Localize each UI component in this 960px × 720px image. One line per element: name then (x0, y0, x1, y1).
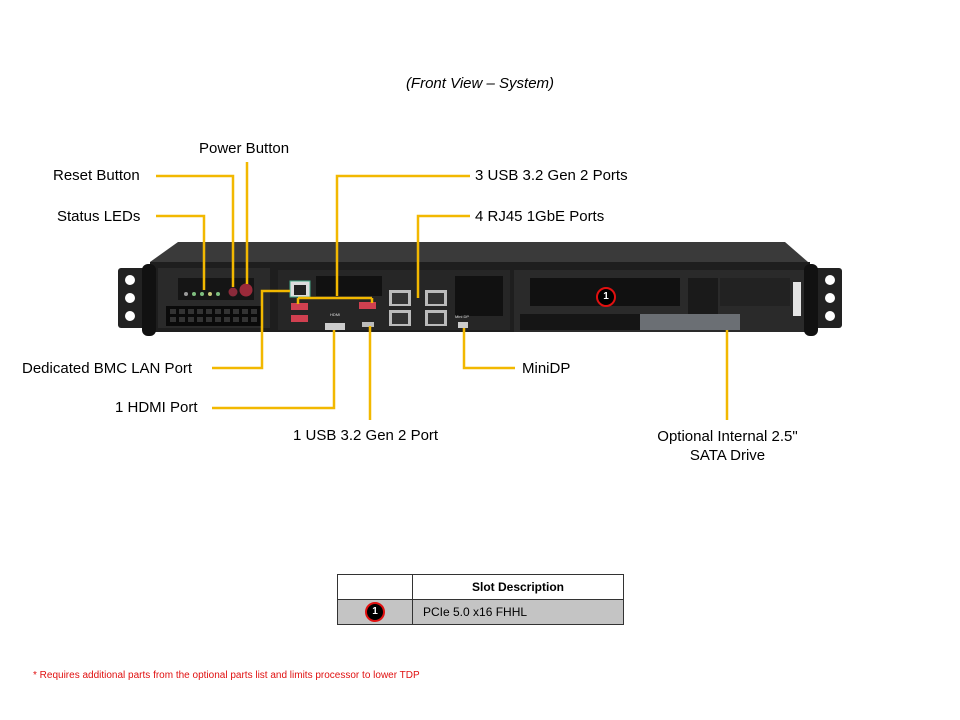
label-minidp: MiniDP (522, 360, 571, 377)
hdmi-port-text: HDMI (330, 312, 340, 317)
label-hdmi: 1 HDMI Port (115, 399, 198, 416)
label-rj45-ports: 4 RJ45 1GbE Ports (475, 208, 605, 225)
label-sata-drive: Optional Internal 2.5" SATA Drive (640, 427, 815, 465)
expansion-slot-area (514, 270, 804, 332)
minidp-port-glyph (458, 322, 468, 328)
minidp-port-text: Mini DP (455, 314, 469, 319)
line-usb-3-ports (335, 174, 470, 296)
slot-badge-1: 1 (596, 286, 616, 307)
line-bmc-lan (212, 289, 290, 370)
io-panel (278, 270, 510, 330)
reset-button-glyph (228, 287, 238, 297)
hdmi-port-glyph (325, 323, 345, 330)
power-button-glyph (239, 283, 253, 297)
label-reset-button: Reset Button (53, 167, 140, 184)
right-rack-ear (804, 264, 842, 336)
slot-description-table: Slot Description 1 PCIe 5.0 x16 FHHL (337, 574, 624, 625)
label-sata-line2: SATA Drive (689, 447, 766, 464)
table-header-slot-description: Slot Description (412, 574, 624, 600)
left-rack-ear (118, 264, 156, 336)
usb-port-glyph (291, 303, 308, 310)
label-sata-line1: Optional Internal 2.5" (657, 428, 798, 445)
line-reset-button (156, 174, 235, 287)
usb-c-port-glyph (362, 322, 374, 327)
table-row: 1 PCIe 5.0 x16 FHHL (337, 599, 624, 625)
usb-port-glyph (359, 302, 376, 309)
table-cell-description: PCIe 5.0 x16 FHHL (412, 599, 624, 625)
usb-port-glyph (291, 315, 308, 322)
line-status-leds (156, 214, 206, 290)
line-hdmi (212, 330, 336, 410)
figure-title: (Front View – System) (405, 75, 555, 92)
status-leds-cluster (184, 292, 220, 296)
table-cell-badge: 1 (337, 599, 413, 625)
table-header-blank (337, 574, 413, 600)
label-usb-1-port: 1 USB 3.2 Gen 2 Port (293, 427, 439, 444)
label-usb-3-ports: 3 USB 3.2 Gen 2 Ports (475, 167, 628, 184)
label-power-button: Power Button (199, 140, 290, 157)
control-panel (158, 268, 270, 328)
table-header-row: Slot Description (337, 574, 624, 600)
footnote: * Requires additional parts from the opt… (33, 670, 420, 681)
line-minidp (462, 328, 515, 370)
label-status-leds: Status LEDs (57, 208, 141, 225)
line-rj45 (416, 214, 470, 298)
label-bmc-lan: Dedicated BMC LAN Port (22, 360, 193, 377)
